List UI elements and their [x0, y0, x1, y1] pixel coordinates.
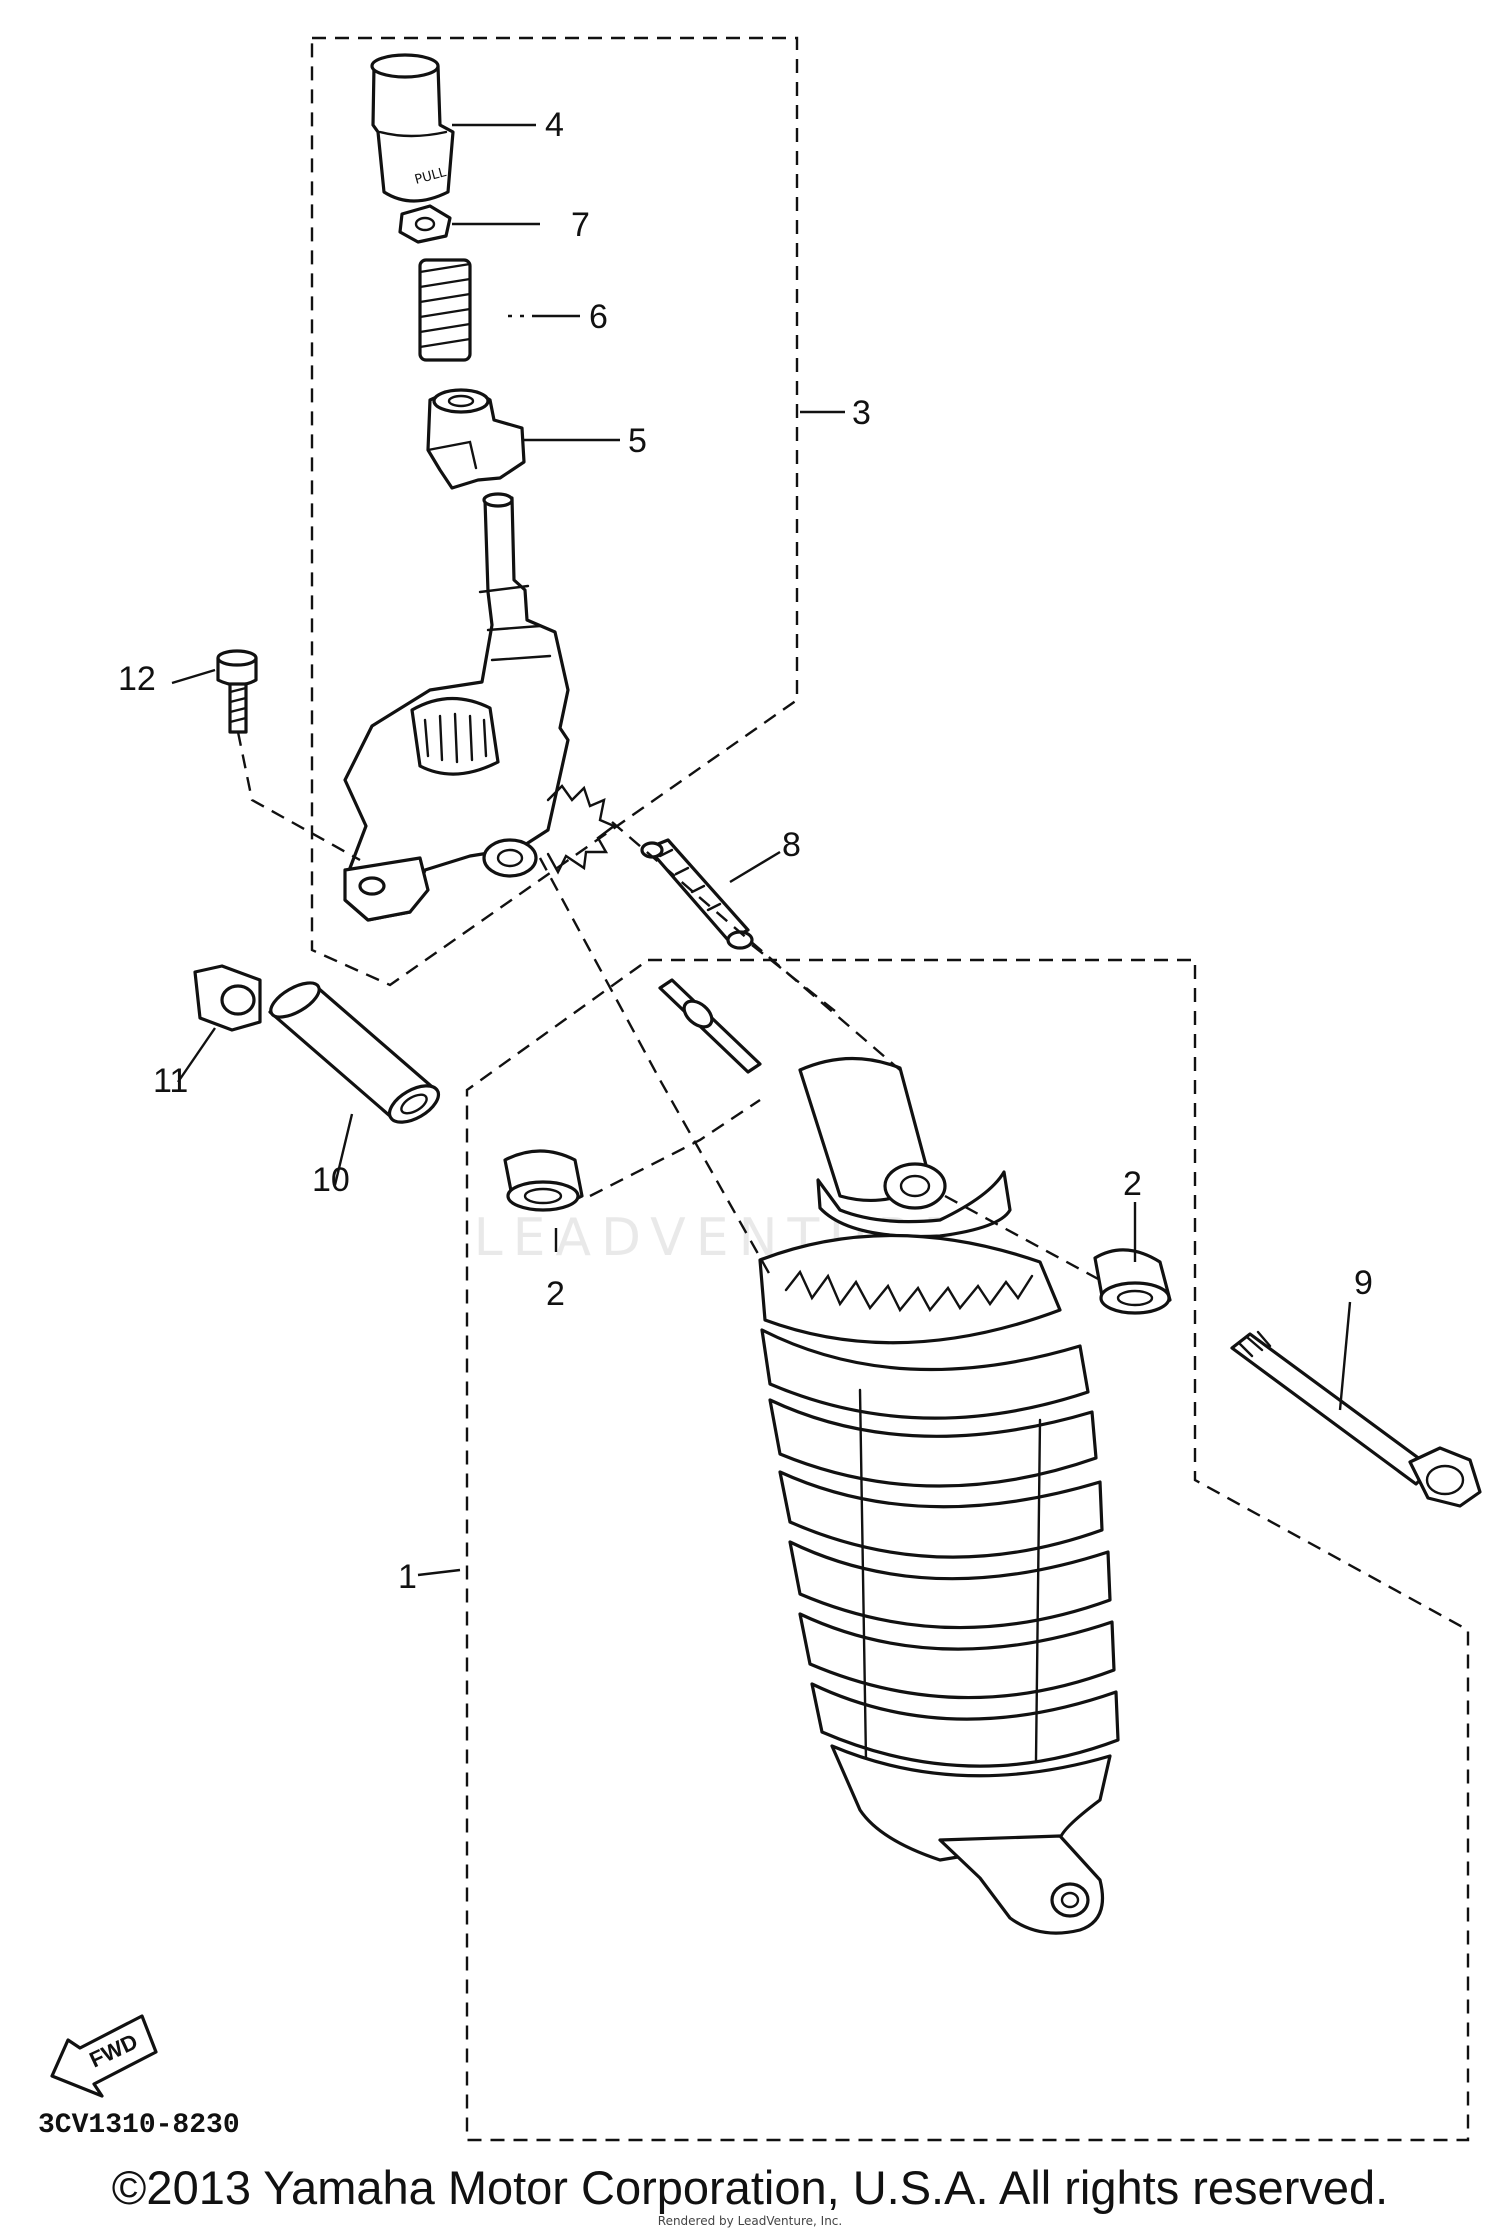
- callout-5: 5: [628, 422, 647, 460]
- collar-10: [268, 981, 441, 1124]
- bolt-9: [1230, 1330, 1482, 1508]
- adjuster-assembly-group-box: [310, 36, 799, 987]
- callout-4: 4: [545, 106, 564, 144]
- callout-11: 11: [153, 1062, 188, 1100]
- callout-3: 3: [852, 394, 871, 432]
- callout-10: 10: [312, 1161, 350, 1199]
- rear-shock-absorber: [658, 978, 1120, 1935]
- chain-hose: [640, 838, 754, 950]
- bolt-12: [216, 649, 258, 734]
- copyright-notice: ©2013 Yamaha Motor Corporation, U.S.A. A…: [111, 2161, 1389, 2214]
- adjuster-cap: PULL: [370, 53, 455, 203]
- callout-9: 9: [1354, 1264, 1373, 1302]
- adjuster-spring: [418, 258, 472, 362]
- forward-arrow-icon: FWD: [50, 2014, 158, 2098]
- callout-7: 7: [571, 206, 590, 244]
- adjuster-knob: [426, 388, 526, 490]
- collar-2-left: [503, 1149, 584, 1212]
- callout-6: 6: [589, 298, 608, 336]
- nut: [398, 204, 452, 244]
- leader-lines: [171, 123, 1352, 1577]
- callout-8: 8: [782, 826, 801, 864]
- callout-12: 12: [118, 660, 156, 698]
- diagram-code: 3CV1310-8230: [38, 2110, 240, 2141]
- callout-labels: 1 2 2 3 4 5 6 7 8 9 10 11 12: [118, 106, 1373, 1596]
- callout-1: 1: [398, 1558, 417, 1596]
- callout-2-right: 2: [1123, 1165, 1142, 1203]
- collar-2-right: [1093, 1248, 1172, 1315]
- bolt-11: [193, 964, 262, 1032]
- adjuster-body: [343, 492, 617, 922]
- callout-2-left: 2: [546, 1275, 565, 1313]
- shock-absorber-group-box: [465, 958, 1470, 2142]
- renderer-credit: Rendered by LeadVenture, Inc.: [657, 2214, 843, 2228]
